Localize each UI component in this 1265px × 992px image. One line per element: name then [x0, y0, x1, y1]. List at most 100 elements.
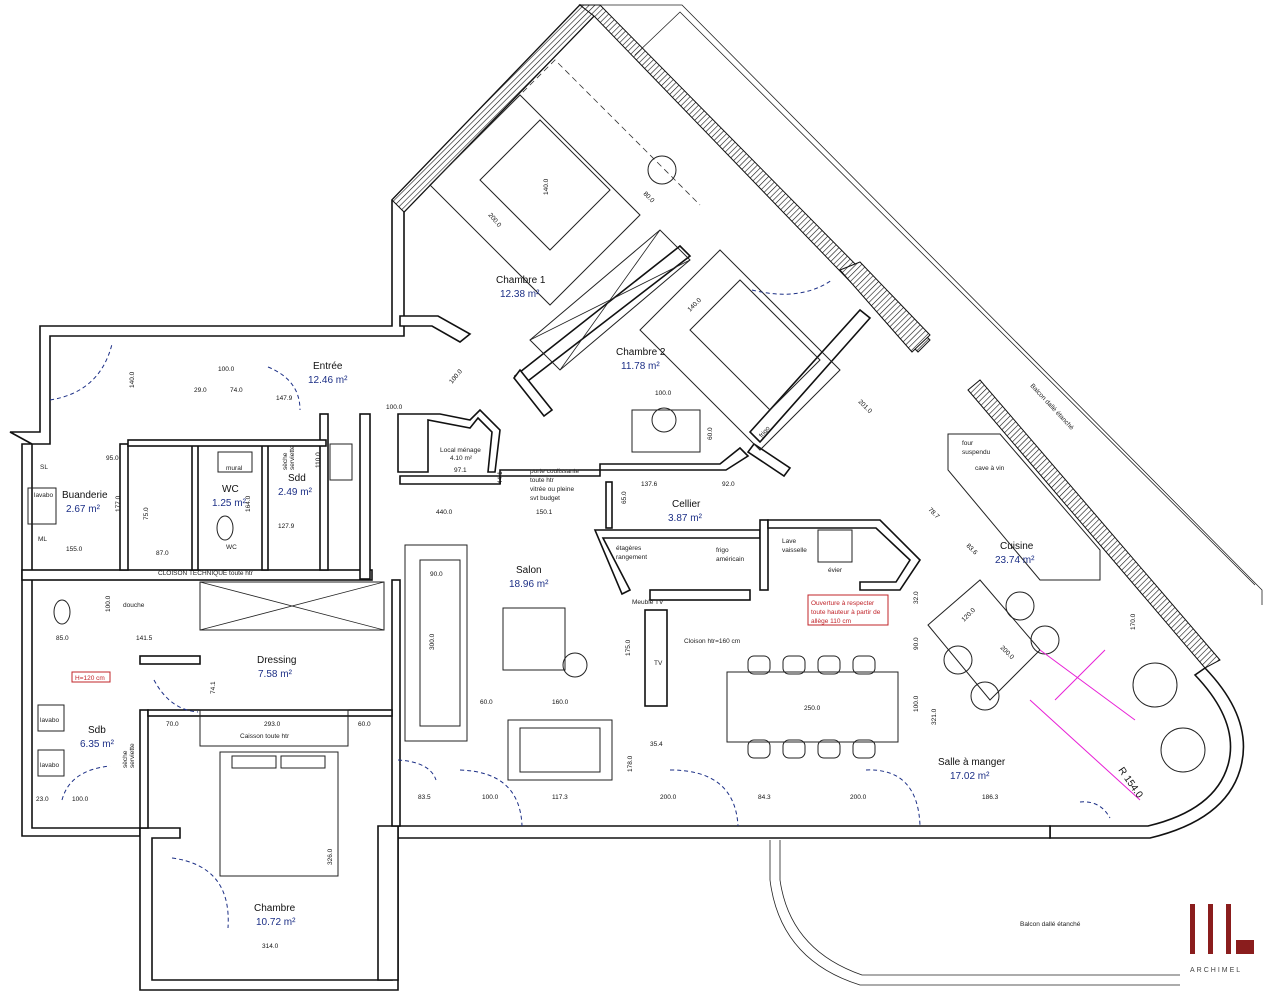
mural-label: mural — [226, 465, 243, 472]
lavabo-label-1: lavabo — [34, 492, 54, 499]
dim: 178.0 — [627, 755, 634, 772]
dim: 201.0 — [857, 398, 874, 415]
room-area-chambre2: 11.78 m² — [621, 361, 660, 372]
dim: 160.0 — [552, 699, 569, 706]
ouverture-note-1: Ouverture à respecter — [811, 600, 875, 607]
dim: 70.0 — [166, 721, 179, 728]
dim: 326.0 — [327, 848, 334, 865]
porte-note-2: toute htr — [530, 477, 555, 484]
dim: 74.0 — [230, 387, 243, 394]
dim: 75.0 — [143, 507, 150, 520]
dim: 80.0 — [642, 190, 656, 204]
logo-bar — [1226, 904, 1231, 954]
porte-note-1: porte coulissante — [530, 468, 580, 475]
frigo-am-label-1: frigo — [716, 547, 729, 554]
lave-label-1: Lave — [782, 538, 796, 545]
room-name-salle: Salle à manger — [938, 757, 1006, 768]
room-area-wc: 1.25 m² — [212, 498, 247, 509]
room-area-entree: 12.46 m² — [308, 375, 348, 386]
dim: 35.4 — [650, 741, 663, 748]
dim: 92.0 — [722, 481, 735, 488]
dim: 200.0 — [486, 212, 502, 229]
dim: 177.0 — [115, 495, 122, 512]
dim: 155.0 — [66, 546, 83, 553]
seche-label-2: serviette — [289, 445, 296, 470]
balcon-label-bottom: Balcon dallé étanché — [1020, 921, 1081, 928]
meuble-tv-label: Meuble TV — [632, 599, 664, 606]
room-name-local: Local ménage — [440, 447, 481, 454]
dim: 150.1 — [536, 509, 553, 516]
dim: 147.9 — [276, 395, 293, 402]
room-name-chambre1: Chambre 1 — [496, 275, 546, 286]
dim: 186.3 — [982, 794, 999, 801]
evier-label: évier — [828, 567, 843, 574]
logo-square — [1236, 940, 1254, 954]
dim: 100.0 — [913, 695, 920, 712]
dim: 164.0 — [245, 495, 252, 512]
room-area-chambre: 10.72 m² — [256, 917, 296, 928]
dim: 100.0 — [105, 595, 112, 612]
dim: 200.0 — [999, 644, 1016, 661]
dim: 250.0 — [804, 705, 821, 712]
dim: 83.6 — [965, 542, 979, 556]
dim: 95.0 — [106, 455, 119, 462]
furniture — [27, 59, 1206, 877]
room-area-buanderie: 2.67 m² — [66, 504, 101, 515]
logo-bar — [1208, 904, 1213, 954]
dim: 60.0 — [707, 427, 714, 440]
room-area-cuisine: 23.74 m² — [995, 555, 1035, 566]
dim: 100.0 — [72, 796, 89, 803]
dim: 100.0 — [482, 794, 499, 801]
room-area-salle: 17.02 m² — [950, 771, 990, 782]
porte-note-4: svt budget — [530, 495, 560, 502]
archimel-logo: ARCHIMEL — [1190, 904, 1254, 974]
room-labels: Chambre 1 12.38 m² Chambre 2 11.78 m² En… — [62, 275, 1035, 928]
dim: 23.0 — [36, 796, 49, 803]
dim: 44.1 — [497, 471, 504, 484]
interior-walls — [21, 244, 922, 829]
dim: 127.9 — [278, 523, 295, 530]
logo-text: ARCHIMEL — [1190, 967, 1242, 974]
dim: 32.0 — [913, 591, 920, 604]
cave-label: cave à vin — [975, 465, 1005, 472]
dim: 60.0 — [358, 721, 371, 728]
room-area-local: 4.10 m² — [450, 455, 473, 462]
outer-walls — [9, 3, 1263, 991]
four-label-1: four — [962, 440, 974, 447]
dim: 78.7 — [927, 506, 941, 520]
dim: 170.0 — [1130, 613, 1137, 630]
room-name-wc: WC — [222, 484, 239, 495]
wc-tag-label: WC — [226, 544, 237, 551]
lavabo-label-2: lavabo — [40, 717, 60, 724]
room-name-chambre2: Chambre 2 — [616, 347, 666, 358]
frigo-am-label-2: américain — [716, 556, 745, 563]
dim: 140.0 — [686, 297, 703, 314]
four-label-2: suspendu — [962, 449, 991, 456]
room-name-chambre: Chambre — [254, 903, 296, 914]
lavabo-label-3: lavabo — [40, 762, 60, 769]
dim: 140.0 — [129, 371, 136, 388]
room-area-sdd: 2.49 m² — [278, 487, 313, 498]
dim: 100.0 — [386, 404, 403, 411]
room-area-dressing: 7.58 m² — [258, 669, 293, 680]
dim: 200.0 — [850, 794, 867, 801]
dim: 175.0 — [625, 639, 632, 656]
porte-note-3: vitrée ou pleine — [530, 486, 574, 493]
room-name-cuisine: Cuisine — [1000, 541, 1034, 552]
room-area-sdb: 6.35 m² — [80, 739, 115, 750]
caisson-label: Caisson toute htr — [240, 733, 290, 740]
dim: 440.0 — [436, 509, 453, 516]
douche-label: douche — [123, 602, 145, 609]
dim: 137.6 — [641, 481, 658, 488]
logo-bar — [1190, 904, 1195, 954]
room-name-salon: Salon — [516, 565, 542, 576]
ouverture-note-box — [807, 594, 889, 626]
ouverture-note-2: toute hauteur à partir de — [811, 609, 881, 616]
dim: 90.0 — [430, 571, 443, 578]
dim: 83.5 — [418, 794, 431, 801]
etageres-label-2: rangement — [616, 554, 647, 561]
room-name-entree: Entrée — [313, 361, 343, 372]
dim: 117.3 — [552, 794, 568, 801]
dim: 200.0 — [660, 794, 677, 801]
